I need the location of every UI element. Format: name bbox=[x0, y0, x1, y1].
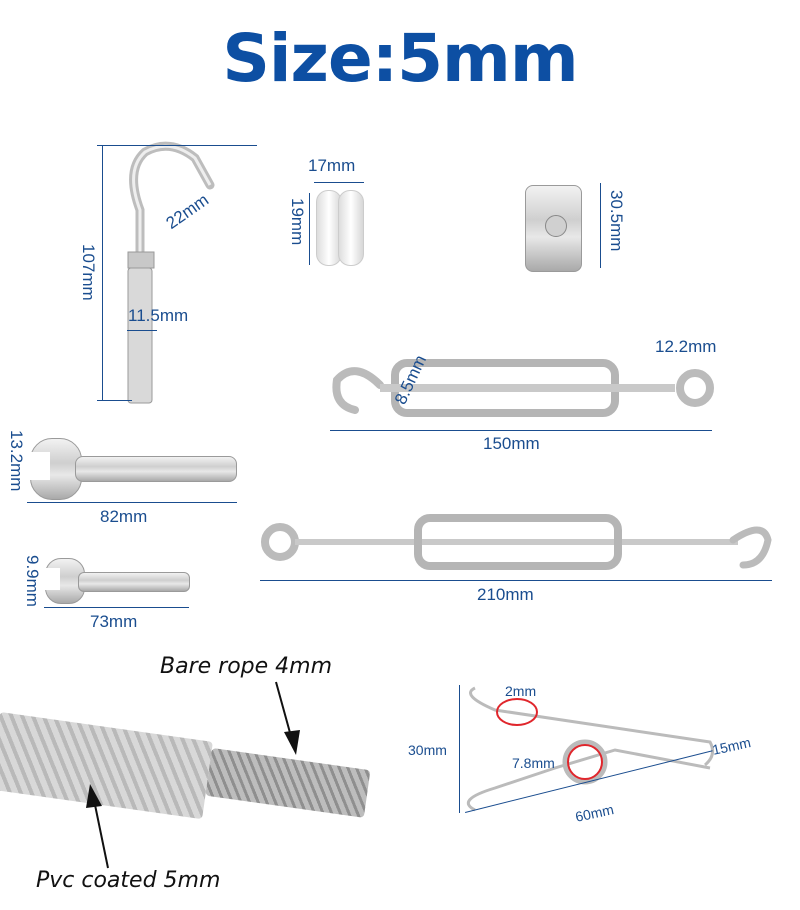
clip-height-label: 30mm bbox=[408, 742, 447, 758]
wrench-handle-icon bbox=[78, 572, 190, 592]
turnbuckle-small-length-label: 150mm bbox=[483, 434, 540, 453]
wrench-large-jaw-label: 13.2mm bbox=[7, 430, 26, 492]
pvc-coated-label: Pvc coated 5mm bbox=[36, 868, 221, 893]
arrow-down-icon bbox=[275, 681, 300, 755]
arrow-up-icon bbox=[86, 784, 109, 869]
ferrule-height-label: 19mm bbox=[288, 198, 307, 246]
wrench-small-jaw-label: 9.9mm bbox=[23, 555, 42, 607]
clip-bolt-icon bbox=[545, 215, 567, 237]
wrench-small-length-label: 73mm bbox=[90, 612, 138, 631]
wrench-handle-icon bbox=[75, 456, 237, 482]
page-title: Size:5mm bbox=[222, 20, 578, 97]
clip-coil-label: 7.8mm bbox=[512, 755, 555, 771]
hook-height-label: 107mm bbox=[79, 244, 98, 301]
turnbuckle-large-length-label: 210mm bbox=[477, 585, 534, 604]
turnbuckle-large-icon bbox=[261, 514, 772, 570]
ferrule-width-label: 17mm bbox=[308, 156, 356, 175]
bare-rope-label: Bare rope 4mm bbox=[160, 654, 333, 679]
sleeve-diameter-label: 11.5mm bbox=[128, 306, 189, 325]
spring-clip-icon bbox=[466, 686, 715, 812]
ferrule-tube-icon bbox=[338, 190, 364, 266]
turnbuckle-eye-label: 12.2mm bbox=[655, 337, 717, 356]
hook-bolt-icon bbox=[127, 141, 215, 404]
clip-wire-label: 2mm bbox=[505, 683, 537, 699]
clip-height-label: 30.5mm bbox=[607, 190, 626, 252]
turnbuckle-small-icon bbox=[332, 359, 714, 417]
wrench-large-length-label: 82mm bbox=[100, 507, 148, 526]
